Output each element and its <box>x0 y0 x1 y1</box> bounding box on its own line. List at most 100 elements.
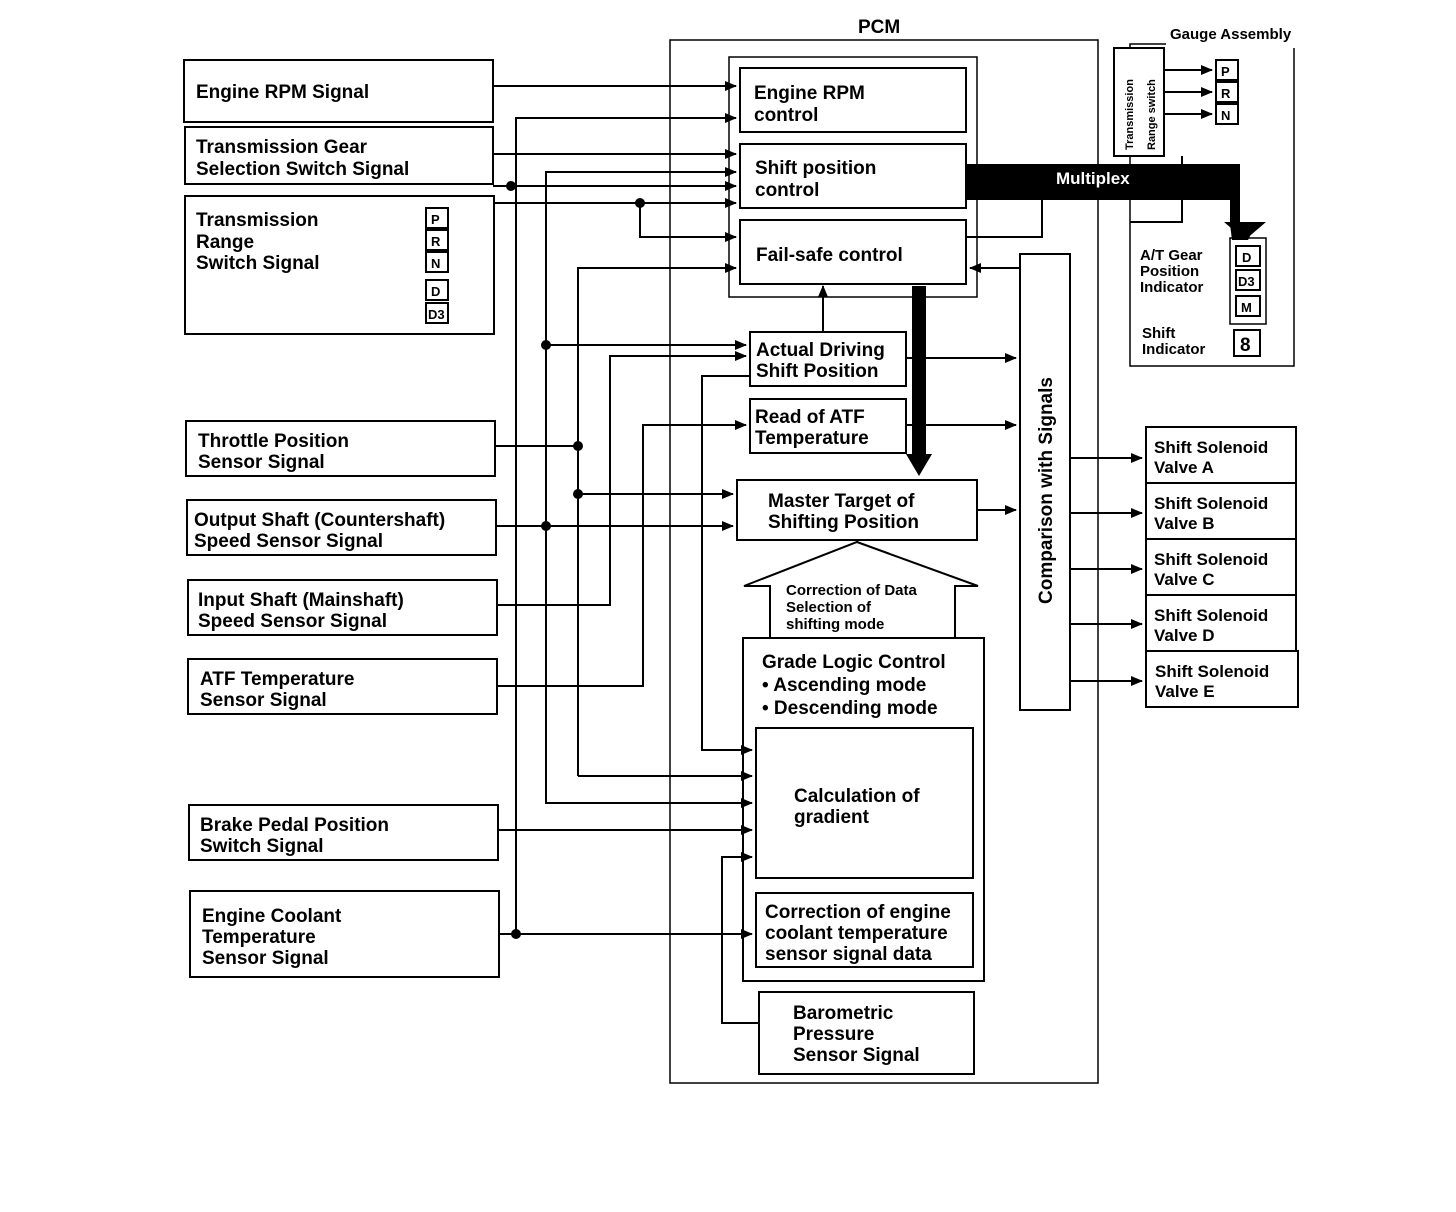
svg-text:Correction of engine: Correction of engine <box>765 902 951 923</box>
svg-text:Shift position: Shift position <box>755 158 876 179</box>
indicator-label-3: Indicator <box>1140 279 1204 296</box>
block-calculation-gradient: Calculation of gradient <box>755 727 974 879</box>
input-output-shaft: Output Shaft (Countershaft) Speed Sensor… <box>186 499 497 556</box>
svg-text:sensor signal data: sensor signal data <box>765 944 932 965</box>
block-read-atf-temperature: Read of ATF Temperature <box>749 398 907 454</box>
indicator-label-2: Position <box>1140 263 1199 280</box>
indicator-m: M <box>1241 300 1252 315</box>
svg-text:• Descending mode: • Descending mode <box>762 698 938 719</box>
indicator-d3: D3 <box>1238 274 1255 289</box>
svg-text:Brake Pedal Position: Brake Pedal Position <box>200 815 389 836</box>
svg-text:Sensor Signal: Sensor Signal <box>793 1045 920 1066</box>
pcm-frame <box>669 39 1099 1084</box>
svg-text:Speed Sensor Signal: Speed Sensor Signal <box>198 611 387 632</box>
pcm-title: PCM <box>858 17 900 38</box>
svg-text:Selection of: Selection of <box>786 599 872 616</box>
svg-text:Selection Switch Signal: Selection Switch Signal <box>196 159 409 180</box>
svg-text:Shift Solenoid: Shift Solenoid <box>1154 550 1268 569</box>
output-shift-solenoid-a: Shift Solenoid Valve A <box>1145 426 1297 484</box>
block-fail-safe-control: Fail-safe control <box>739 219 967 285</box>
svg-text:R: R <box>431 234 441 249</box>
multiplex-label: Multiplex <box>1056 169 1130 188</box>
shift-indicator-label-1: Shift <box>1142 325 1175 342</box>
output-shift-solenoid-e: Shift Solenoid Valve E <box>1145 650 1299 708</box>
svg-text:Output Shaft (Countershaft): Output Shaft (Countershaft) <box>194 510 445 531</box>
svg-text:Valve D: Valve D <box>1154 626 1215 645</box>
gauge-r: R <box>1221 86 1231 101</box>
indicator-d-box <box>1235 245 1261 267</box>
gauge-p: P <box>1221 64 1230 79</box>
shift-indicator-box <box>1233 329 1261 357</box>
indicator-d: D <box>1242 250 1251 265</box>
svg-text:Sensor Signal: Sensor Signal <box>198 452 325 473</box>
svg-text:Valve A: Valve A <box>1154 458 1214 477</box>
svg-text:Temperature: Temperature <box>755 428 869 449</box>
gauge-title-bg <box>1166 30 1306 48</box>
svg-text:Pressure: Pressure <box>793 1024 874 1045</box>
shift-indicator-digit: 8 <box>1240 335 1251 356</box>
svg-text:Transmission Gear: Transmission Gear <box>196 137 368 158</box>
svg-text:Range: Range <box>196 232 254 253</box>
shift-indicator-label-2: Indicator <box>1142 341 1206 358</box>
svg-text:Read of ATF: Read of ATF <box>755 407 865 428</box>
svg-text:Valve C: Valve C <box>1154 570 1215 589</box>
svg-text:Engine RPM: Engine RPM <box>754 83 865 104</box>
gauge-assembly: Gauge Assembly Transmission Range switch… <box>1113 26 1306 367</box>
svg-text:Shift Solenoid: Shift Solenoid <box>1155 662 1269 681</box>
block-barometric-pressure: Barometric Pressure Sensor Signal <box>758 991 975 1075</box>
svg-text:Sensor Signal: Sensor Signal <box>202 948 329 969</box>
svg-text:Actual Driving: Actual Driving <box>756 340 885 361</box>
gauge-n: N <box>1221 108 1230 123</box>
svg-text:Shift Solenoid: Shift Solenoid <box>1154 494 1268 513</box>
block-engine-rpm-control: Engine RPM control <box>739 67 967 133</box>
svg-text:Valve E: Valve E <box>1155 682 1215 701</box>
svg-text:Valve B: Valve B <box>1154 514 1215 533</box>
svg-text:Shift Solenoid: Shift Solenoid <box>1154 438 1268 457</box>
svg-text:D3: D3 <box>428 307 445 322</box>
input-gear-selection: Transmission Gear Selection Switch Signa… <box>184 126 494 185</box>
control-group-frame <box>728 56 978 298</box>
input-input-shaft: Input Shaft (Mainshaft) Speed Sensor Sig… <box>187 579 498 636</box>
block-actual-driving: Actual Driving Shift Position <box>749 331 907 387</box>
block-shift-position-control: Shift position control <box>739 143 967 209</box>
input-atf-temperature: ATF Temperature Sensor Signal <box>187 658 498 715</box>
svg-text:gradient: gradient <box>794 807 870 828</box>
svg-text:Calculation of: Calculation of <box>794 786 920 807</box>
svg-text:N: N <box>431 256 440 271</box>
svg-text:Throttle Position: Throttle Position <box>198 431 349 452</box>
transmission-range-switch-box <box>1113 47 1165 157</box>
svg-text:Switch Signal: Switch Signal <box>200 836 324 857</box>
svg-text:Engine Coolant: Engine Coolant <box>202 906 342 927</box>
svg-text:Switch Signal: Switch Signal <box>196 253 320 274</box>
svg-text:Temperature: Temperature <box>202 927 316 948</box>
svg-text:Shift Position: Shift Position <box>756 361 878 382</box>
gauge-n-box <box>1215 103 1239 125</box>
block-correction-data-arrow: Correction of Data Selection of shifting… <box>743 540 979 639</box>
svg-text:Sensor Signal: Sensor Signal <box>200 690 327 711</box>
svg-text:Shifting Position: Shifting Position <box>768 512 919 533</box>
svg-text:Barometric: Barometric <box>793 1003 894 1024</box>
gauge-p-box <box>1215 59 1239 81</box>
multiplex-arrowhead <box>1224 222 1266 240</box>
block-coolant-correction: Correction of engine coolant temperature… <box>755 892 974 968</box>
gauge-title: Gauge Assembly <box>1170 26 1292 43</box>
range-switch-label-1: Transmission <box>1124 79 1136 150</box>
input-throttle: Throttle Position Sensor Signal <box>185 420 496 477</box>
signal-wiring <box>493 81 1143 1024</box>
svg-text:• Ascending mode: • Ascending mode <box>762 675 926 696</box>
input-engine-coolant: Engine Coolant Temperature Sensor Signal <box>189 890 500 978</box>
output-shift-solenoid-d: Shift Solenoid Valve D <box>1145 594 1297 652</box>
input-brake-pedal: Brake Pedal Position Switch Signal <box>188 804 499 861</box>
indicator-label-1: A/T Gear <box>1140 247 1203 264</box>
svg-text:Transmission: Transmission <box>196 210 319 231</box>
gauge-r-box <box>1215 81 1239 103</box>
svg-text:control: control <box>754 105 818 126</box>
block-master-target: Master Target of Shifting Position <box>736 479 978 541</box>
svg-text:Grade Logic Control: Grade Logic Control <box>762 652 946 673</box>
svg-text:Comparison with Signals: Comparison with Signals <box>1036 377 1057 604</box>
svg-text:Fail-safe control: Fail-safe control <box>756 245 903 266</box>
svg-text:shifting mode: shifting mode <box>786 616 884 633</box>
indicator-m-box <box>1235 295 1261 317</box>
indicator-d3-box <box>1235 269 1261 291</box>
